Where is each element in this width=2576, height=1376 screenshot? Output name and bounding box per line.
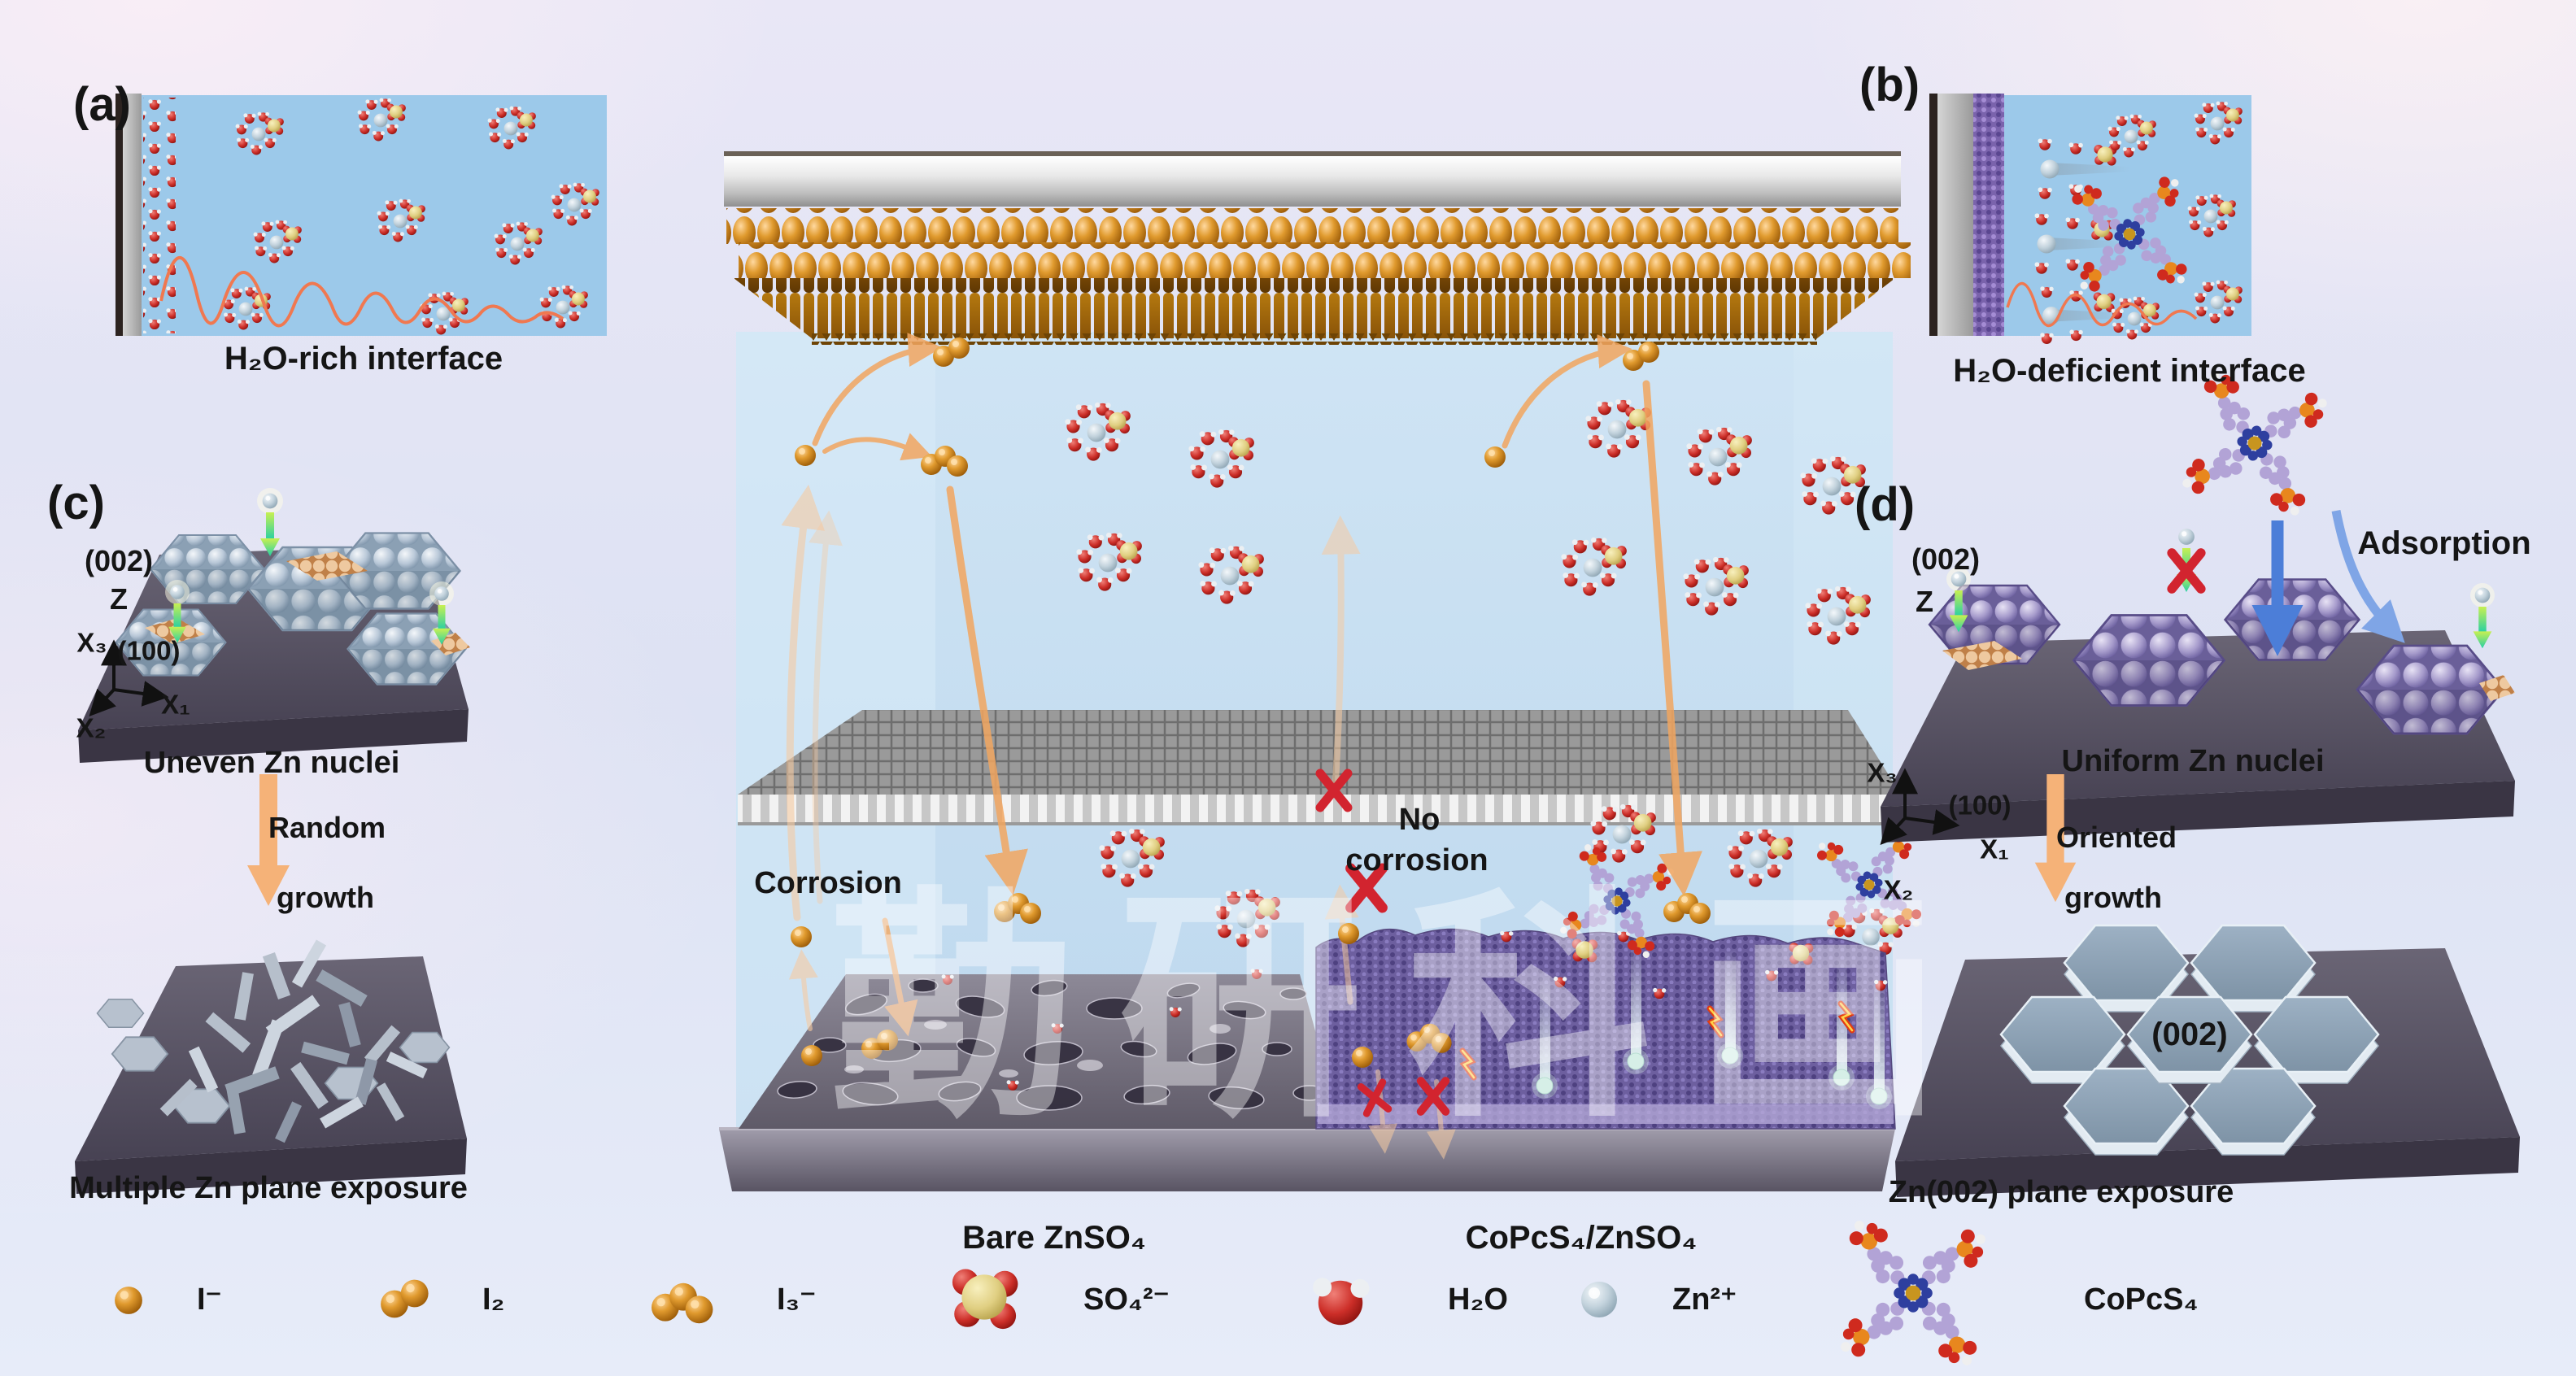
copcs4-coated-electrode	[1315, 928, 1896, 1130]
legend-label-water: H₂O	[1448, 1282, 1508, 1317]
copcs4-icon	[1832, 1212, 1995, 1375]
legend-label-iodine: I₂	[482, 1282, 505, 1317]
zinc-ion-icon	[1581, 1282, 1617, 1317]
panel-c-axis-x3-label: X₃	[76, 627, 107, 658]
corrosion-cycle	[781, 333, 1041, 1037]
interface-water-profile-curve	[159, 255, 564, 328]
panel-c-tag: (c)	[47, 477, 105, 529]
iodide-icon	[115, 1287, 142, 1314]
no-corrosion-label-1: No	[1398, 803, 1441, 837]
zn-ion-deposition-arrows	[165, 488, 454, 645]
crystal-axes	[89, 639, 169, 717]
interface-water-profile-curve	[2006, 281, 2198, 328]
panel-c-axis-x1-label: X₁	[161, 689, 190, 720]
random-zn-flakes	[159, 939, 428, 1143]
panel-c-bottom-caption: Multiple Zn plane exposure	[69, 1171, 468, 1205]
zn-ion-deposition-arrows	[1946, 529, 2495, 649]
panel-c-plane-002-label: (002)	[84, 544, 154, 577]
panel-d-axis-x1-label: X₁	[1980, 834, 2009, 864]
panel-c-axis-x2-label: X₂	[76, 712, 107, 743]
panel-d-oriented-deposit-platform	[1895, 924, 2520, 1197]
adsorption-label: Adsorption	[2357, 525, 2531, 561]
adsorption-arrow-curved	[2331, 509, 2405, 643]
panel-a-tag: (a)	[73, 78, 131, 131]
corrosion-label: Corrosion	[754, 866, 902, 900]
panel-d-bottom-caption: Zn(002) plane exposure	[1888, 1175, 2234, 1209]
legend-label-zinc: Zn²⁺	[1672, 1282, 1737, 1317]
no-corrosion-side	[1320, 334, 1711, 1160]
panel-c-nuclei-platform	[78, 488, 470, 763]
triiodide-icon	[652, 1283, 713, 1323]
legend-label-copcs4: CoPcS₄	[2084, 1282, 2199, 1317]
random-growth-label-1: Random	[268, 811, 386, 844]
panel-c-caption: Uneven Zn nuclei	[143, 746, 400, 780]
zn-deposition-beams	[1532, 939, 1892, 1109]
panel-c-random-deposit-platform	[75, 939, 467, 1194]
panel-a-caption: H₂O-rich interface	[224, 341, 503, 377]
legend-label-sulfate: SO₄²⁻	[1083, 1282, 1170, 1317]
panel-d-axis-x2-label: X₂	[1883, 874, 1914, 905]
panel-a-illustration	[116, 94, 607, 336]
left-electrode-label: Bare ZnSO₄	[962, 1220, 1146, 1256]
panel-d-plane-002-label: (002)	[1911, 542, 1981, 576]
panel-c-plane-100-label: (100)	[117, 635, 181, 666]
panel-c-axis-z-label: Z	[110, 582, 128, 616]
separator-membrane	[738, 710, 1901, 825]
iodine-cathode	[724, 151, 1911, 345]
panel-d-caption: Uniform Zn nuclei	[2061, 744, 2325, 778]
adsorption-group	[2171, 359, 2405, 656]
oriented-growth-label-1: Oriented	[2055, 821, 2177, 854]
legend-label-iodide: I⁻	[197, 1282, 222, 1317]
panel-d-axis-z-label: Z	[1916, 585, 1933, 618]
panel-b-illustration	[1929, 94, 2251, 344]
panel-b-caption: H₂O-deficient interface	[1953, 353, 2306, 389]
iodine-icon	[381, 1280, 428, 1318]
no-corrosion-label-2: corrosion	[1345, 843, 1489, 877]
oriented-growth-label-2: growth	[2064, 881, 2162, 914]
panel-d-tag: (d)	[1855, 478, 1916, 531]
hex-plane-002-label: (002)	[2151, 1017, 2228, 1052]
right-electrode-label: CoPcS₄/ZnSO₄	[1465, 1220, 1698, 1256]
crystal-axes	[1880, 768, 1960, 846]
legend-label-triiodide: I₃⁻	[777, 1282, 817, 1317]
sulfate-icon	[952, 1269, 1018, 1330]
electrode-base	[719, 1127, 1895, 1191]
panel-b-tag: (b)	[1859, 59, 1920, 111]
water-icon	[1313, 1278, 1370, 1326]
panel-d-plane-100-label: (100)	[1948, 790, 2012, 821]
panel-d-nuclei-platform	[1880, 529, 2515, 846]
random-growth-label-2: growth	[277, 881, 374, 914]
panel-d-axis-x3-label: X₃	[1867, 757, 1898, 788]
